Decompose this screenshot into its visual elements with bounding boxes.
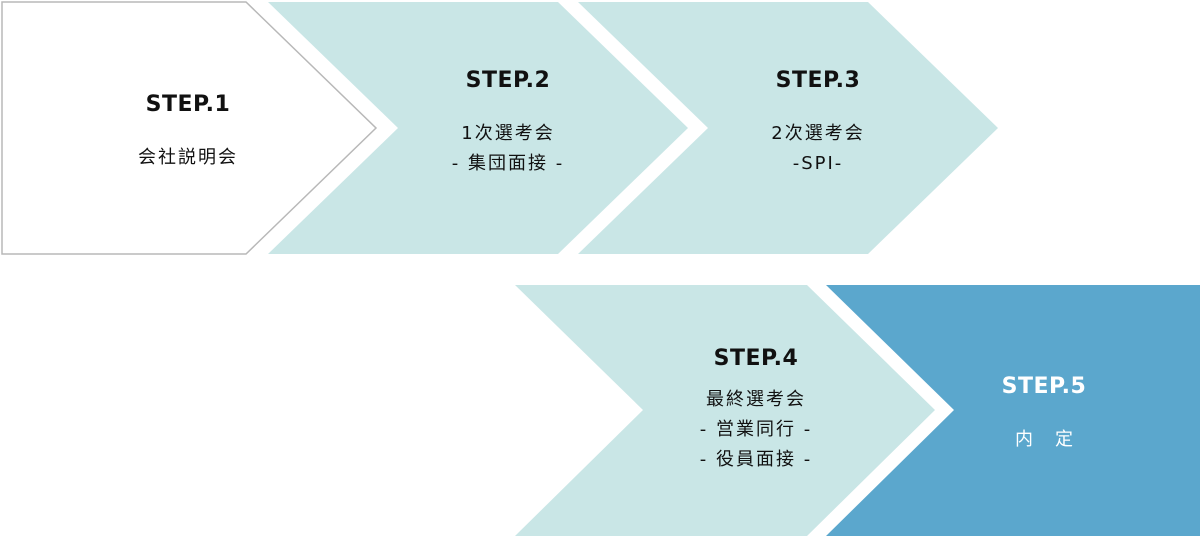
step-3-label: STEP.3 2次選考会 -SPI- <box>771 68 864 179</box>
step-1-label: STEP.1 会社説明会 <box>138 92 238 173</box>
step-2-label: STEP.2 1次選考会 - 集団面接 - <box>452 68 564 179</box>
step-1-arrow <box>1 1 378 255</box>
step-2-arrow <box>268 2 688 254</box>
step-4-detail-interview: - 役員面接 - <box>699 449 813 470</box>
step-2-description: 1次選考会 <box>461 123 555 144</box>
step-3-detail: -SPI- <box>792 153 844 174</box>
step-2-detail: - 集団面接 - <box>451 153 565 174</box>
step-5-description: 内定 <box>1015 429 1095 450</box>
step-4-arrow <box>515 285 935 536</box>
step-5-label: STEP.5 内定 <box>993 374 1095 455</box>
step-5-title: STEP.5 <box>1001 374 1087 399</box>
step-3-description: 2次選考会 <box>771 123 865 144</box>
step-4-description: 最終選考会 <box>706 389 806 410</box>
step-1-title: STEP.1 <box>145 92 231 117</box>
step-4-label: STEP.4 最終選考会 - 営業同行 - - 役員面接 - <box>700 346 812 475</box>
step-2-title: STEP.2 <box>465 68 551 93</box>
step-1-description: 会社説明会 <box>138 147 238 168</box>
step-3-arrow <box>578 2 998 254</box>
step-4-title: STEP.4 <box>713 346 799 371</box>
step-4-detail-sales: - 営業同行 - <box>699 419 813 440</box>
step-3-title: STEP.3 <box>775 68 861 93</box>
step-5-block <box>826 285 1200 536</box>
